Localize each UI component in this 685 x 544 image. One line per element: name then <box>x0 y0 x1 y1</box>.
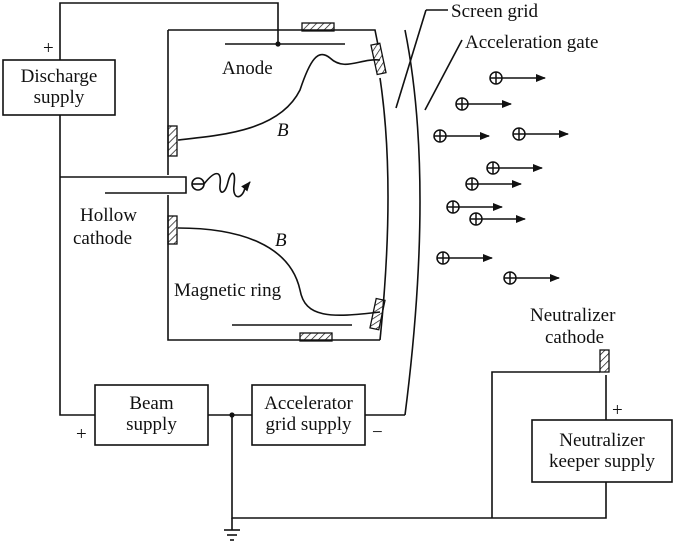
magnet-ring-upper <box>167 125 178 157</box>
acceleration-gate-label: Acceleration gate <box>465 32 599 53</box>
acceleration-grid <box>404 29 421 416</box>
ion <box>503 271 560 285</box>
ion <box>436 251 493 265</box>
magnet-corner-bottom <box>369 297 386 331</box>
magnetic-ring-label: Magnetic ring <box>174 280 282 301</box>
magnet-top <box>301 22 335 32</box>
beam-plus-sign: + <box>76 424 87 445</box>
hollow-cathode-label-1: Hollow <box>80 205 137 226</box>
electron-path <box>203 172 251 198</box>
wire <box>59 115 95 416</box>
field-line-upper <box>177 53 381 141</box>
ion <box>446 200 503 214</box>
field-line-lower <box>177 227 381 316</box>
neutralizer-cathode-label-1: Neutralizer <box>530 305 616 326</box>
neutralizer-cathode-label-2: cathode <box>545 327 605 348</box>
chamber-wall <box>167 195 380 341</box>
beam-supply-box <box>94 384 209 446</box>
neutralizer-cathode-element <box>599 349 610 373</box>
discharge-supply-box <box>2 59 116 116</box>
ion <box>433 129 490 143</box>
magnet-corner-top <box>370 42 387 76</box>
chamber-wall <box>168 29 379 46</box>
wire <box>491 371 600 518</box>
field-b-lower-label: B <box>275 230 287 251</box>
magnet-bottom <box>299 332 333 342</box>
accelerator-minus-sign: − <box>372 422 383 443</box>
hollow-cathode-tube <box>60 176 187 194</box>
ion <box>486 161 543 175</box>
neutralizer-keeper-box <box>531 419 673 483</box>
ion <box>512 127 569 141</box>
accelerator-supply-box <box>251 384 366 446</box>
hollow-cathode-label-2: cathode <box>73 228 133 249</box>
ion <box>489 71 546 85</box>
ion <box>465 177 522 191</box>
neutralizer-plus-sign: + <box>612 400 623 421</box>
wire <box>59 2 279 60</box>
ion <box>455 97 512 111</box>
screen-grid-label: Screen grid <box>451 1 539 22</box>
discharge-plus-sign: + <box>43 38 54 59</box>
anode-label: Anode <box>222 58 273 79</box>
magnet-ring-lower <box>167 215 178 245</box>
wire <box>231 415 607 519</box>
ion <box>469 212 526 226</box>
field-b-upper-label: B <box>277 120 289 141</box>
